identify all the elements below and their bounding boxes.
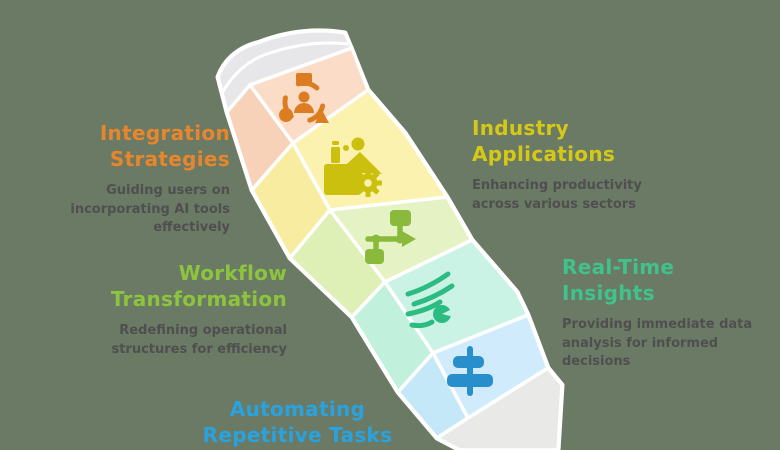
section-title: Real-Time Insights	[562, 255, 675, 306]
section-label-integration: Integration Strategies Guiding users on …	[38, 120, 230, 238]
section-description: Guiding users on incorporating AI tools …	[70, 182, 230, 236]
section-description: Providing immediate data analysis for in…	[562, 316, 753, 370]
align-center-icon	[447, 346, 493, 396]
pencil-tip	[435, 366, 564, 450]
section-label-industry: Industry Applications Enhancing producti…	[472, 115, 642, 214]
factory-gear-icon	[324, 137, 382, 197]
section-title: Industry Applications	[472, 116, 616, 167]
section-description: Enhancing productivity across various se…	[472, 177, 642, 212]
section-title: Automating Repetitive Tasks	[202, 397, 393, 448]
people-network-icon	[279, 73, 329, 124]
wind-swoosh-icon	[405, 271, 455, 329]
section-label-automation: Automating Repetitive Tasks	[200, 396, 395, 449]
section-description: Redefining operational structures for ef…	[111, 322, 287, 357]
section-label-workflow: Workflow Transformation Redefining opera…	[105, 260, 287, 359]
pencil-cap-band-line	[220, 41, 349, 94]
section-title: Integration Strategies	[99, 121, 230, 172]
flowchart-icon	[365, 210, 416, 264]
section-label-realtime: Real-Time Insights Providing immediate d…	[562, 254, 752, 372]
section-title: Workflow Transformation	[110, 261, 287, 312]
